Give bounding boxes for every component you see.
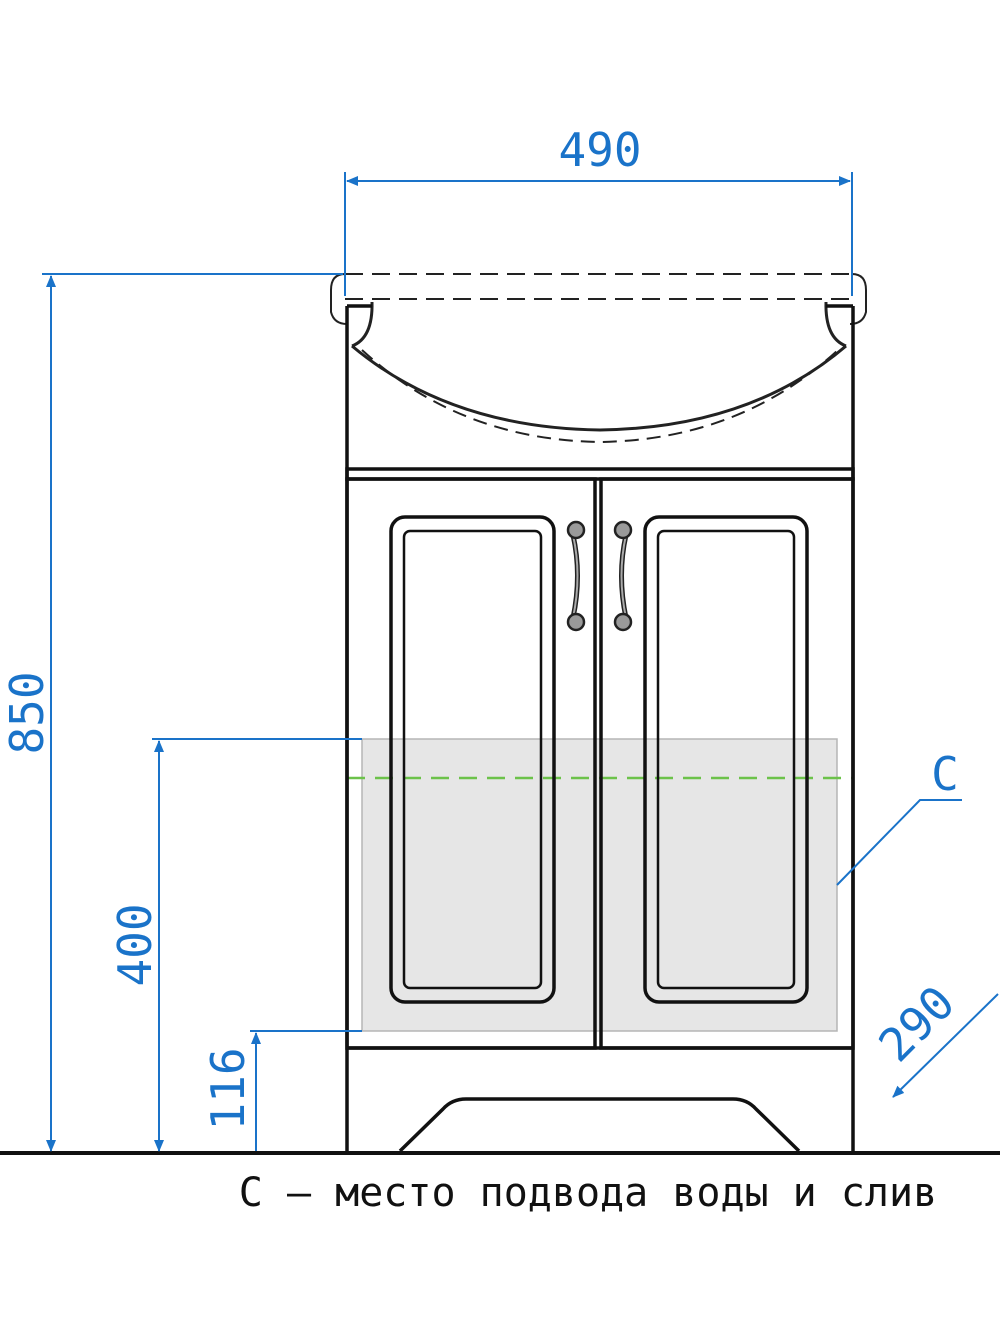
caption: С – место подвода воды и слив — [239, 1170, 937, 1216]
floor-clearance-label: 116 — [201, 1047, 255, 1130]
callout-label: С — [931, 747, 959, 801]
cabinet — [345, 304, 855, 1153]
door-panels — [389, 515, 809, 1004]
height-label: 850 — [0, 671, 54, 754]
depth-label: 290 — [868, 975, 965, 1072]
washbasin — [330, 273, 867, 444]
connection-height-label: 400 — [108, 903, 162, 986]
width-label: 490 — [558, 123, 641, 177]
plinth-cutout — [398, 1097, 801, 1153]
door-handles — [566, 520, 633, 632]
dimension-lines — [42, 172, 999, 1152]
